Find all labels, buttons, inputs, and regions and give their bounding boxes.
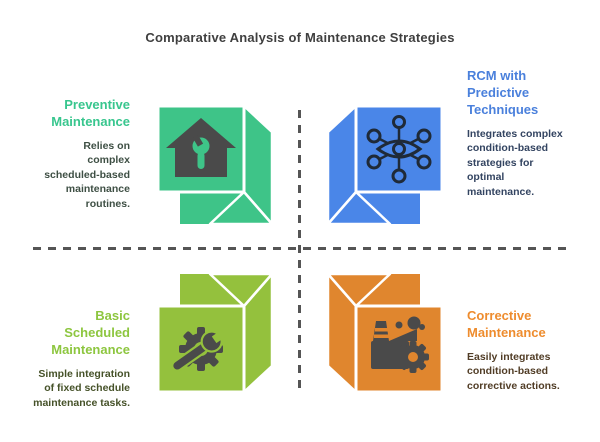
quadrant-heading: RCM with Predictive Techniques [467, 68, 539, 117]
house-wrench-icon [156, 104, 274, 226]
factory-gear-icon [326, 272, 444, 394]
quadrant-heading: Basic Scheduled Maintenance [51, 308, 130, 357]
eye-network-glyph [366, 115, 432, 184]
diagram-title: Comparative Analysis of Maintenance Stra… [145, 30, 455, 45]
house-wrench-glyph [166, 118, 236, 177]
vertical-divider [298, 110, 301, 395]
gear-wrench-glyph [171, 327, 227, 372]
quadrant-heading: Preventive Maintenance [51, 97, 130, 129]
quadrant-text-block: Corrective Maintenance Easily integrates… [467, 308, 579, 393]
factory-gear-glyph [371, 316, 429, 373]
quadrant-heading: Corrective Maintenance [467, 308, 546, 340]
gear-wrench-icon [156, 272, 274, 394]
quadrant-body: Easily integrates condition-based correc… [467, 350, 560, 392]
quadrant-body: Relies on complex scheduled-based mainte… [44, 139, 130, 210]
quadrant-text-block: Preventive Maintenance Relies on complex… [18, 97, 130, 211]
box-3d-shape [156, 104, 274, 226]
eye-network-icon [326, 104, 444, 226]
quadrant-text-block: Basic Scheduled Maintenance Simple integ… [18, 308, 130, 410]
quadrant-body: Integrates complex condition-based strat… [467, 127, 563, 198]
quadrant-text-block: RCM with Predictive Techniques Integrate… [467, 68, 582, 199]
quadrant-body: Simple integration of fixed schedule mai… [33, 367, 130, 409]
